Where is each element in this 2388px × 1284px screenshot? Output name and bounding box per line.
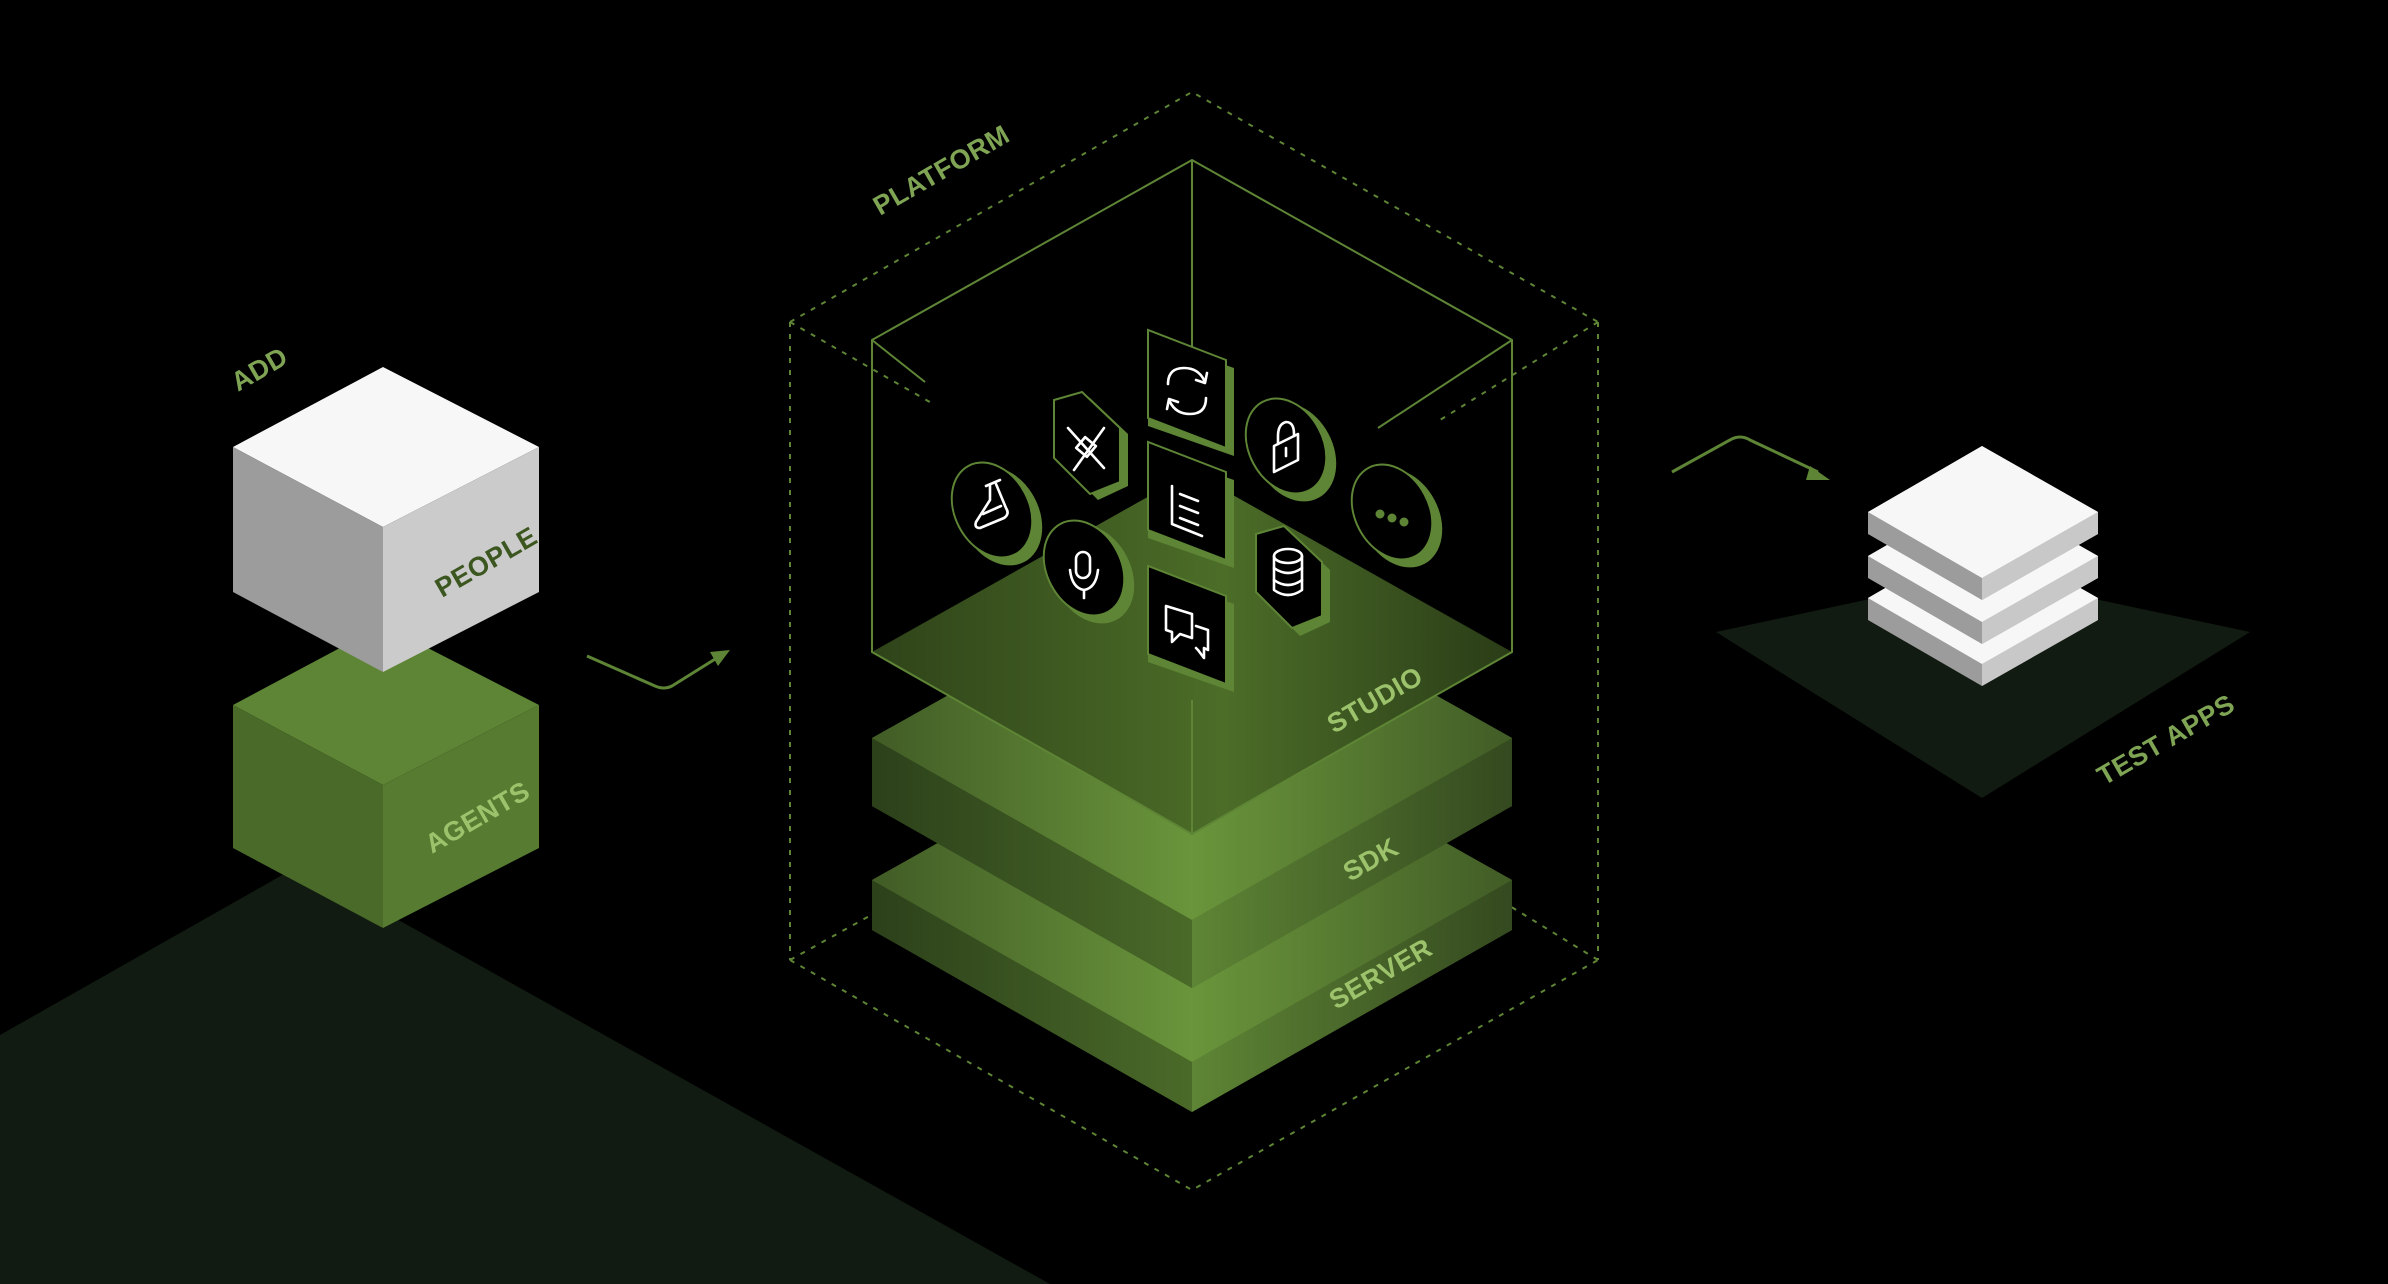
- lock-icon-tile: [1244, 397, 1337, 502]
- stack-plate-top: [1868, 446, 2098, 600]
- arrow-to-test-apps: [1671, 435, 1830, 480]
- platform-label: PLATFORM: [868, 119, 1015, 221]
- document-list-icon: [1170, 484, 1204, 538]
- document-list-icon-tile: [1147, 440, 1234, 568]
- refresh-icon: [1165, 366, 1209, 416]
- chat-bubbles-icon-tile: [1147, 564, 1234, 692]
- lock-icon: [1272, 420, 1300, 474]
- add-label: ADD: [226, 341, 293, 397]
- flask-icon-tile: [950, 461, 1043, 566]
- microphone-icon-tile: [1042, 519, 1135, 624]
- flask-icon: [974, 478, 1009, 530]
- tools-icon: [1066, 426, 1106, 472]
- database-icon-tile: [1255, 524, 1330, 636]
- people-cube: [233, 367, 539, 672]
- chat-bubbles-icon: [1164, 604, 1210, 660]
- agents-cube: [233, 625, 539, 928]
- arrow-to-platform: [586, 650, 730, 690]
- test-apps-stack: [1868, 446, 2098, 686]
- tools-icon-tile: [1053, 390, 1128, 500]
- floor-shadow: [0, 865, 1050, 1284]
- more-icon: [1375, 509, 1409, 527]
- refresh-icon-tile: [1147, 328, 1234, 456]
- database-icon: [1272, 547, 1304, 597]
- test-apps-tile: [1716, 575, 2250, 798]
- more-icon-tile: [1350, 463, 1443, 568]
- studio-glass-cube: [871, 158, 1513, 836]
- microphone-icon: [1068, 550, 1100, 600]
